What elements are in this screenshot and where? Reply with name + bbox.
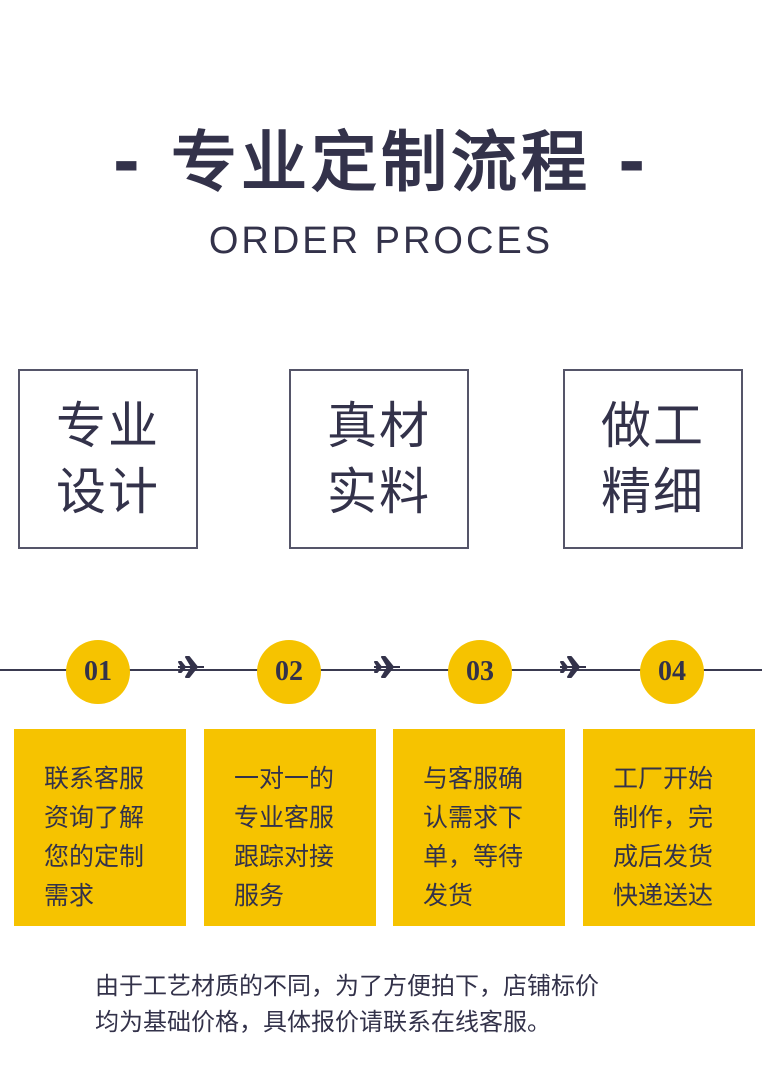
step-text-line: 与客服确 [423, 764, 524, 793]
step-card-1: 联系客服 资询了解 您的定制 需求 [14, 729, 186, 926]
feature-box-design: 专业 设计 [18, 369, 198, 549]
step-text-line: 一对一的 [234, 764, 335, 793]
feature-box-craft: 做工 精细 [563, 369, 743, 549]
step-text-line: 发货 [423, 881, 474, 910]
step-number-badge: 01 [66, 640, 130, 704]
step-text-line: 服务 [234, 881, 285, 910]
step-text-line: 专业客服 [234, 803, 335, 832]
step-text-line: 制作，完 [613, 803, 714, 832]
page-title: - 专业定制流程 - [112, 124, 650, 201]
feature-line: 设计 [56, 463, 160, 521]
step-text-line: 联系客服 [44, 764, 145, 793]
timeline-line [0, 669, 762, 671]
feature-line: 实料 [327, 463, 431, 521]
step-number-badge: 03 [448, 640, 512, 704]
step-text-line: 跟踪对接 [234, 842, 335, 871]
airplane-icon [560, 656, 586, 678]
step-text-line: 资询了解 [44, 803, 145, 832]
feature-line: 专业 [56, 397, 160, 455]
step-text-line: 快递送达 [613, 881, 714, 910]
airplane-icon [374, 656, 400, 678]
step-card-3: 与客服确 认需求下 单，等待 发货 [393, 729, 565, 926]
note-line: 由于工艺材质的不同，为了方便拍下，店铺标价 [95, 972, 599, 1000]
feature-line: 做工 [601, 397, 705, 455]
step-text-line: 需求 [44, 881, 95, 910]
step-text-line: 成后发货 [613, 842, 714, 871]
step-number-badge: 04 [640, 640, 704, 704]
step-text-line: 认需求下 [423, 803, 524, 832]
step-card-2: 一对一的 专业客服 跟踪对接 服务 [204, 729, 376, 926]
note-line: 均为基础价格，具体报价请联系在线客服。 [95, 1008, 551, 1036]
airplane-icon [178, 656, 204, 678]
feature-line: 精细 [601, 463, 705, 521]
feature-box-material: 真材 实料 [289, 369, 469, 549]
page-subtitle: ORDER PROCES [208, 220, 554, 262]
step-card-4: 工厂开始 制作，完 成后发货 快递送达 [583, 729, 755, 926]
step-text-line: 工厂开始 [613, 764, 714, 793]
feature-line: 真材 [327, 397, 431, 455]
step-text-line: 您的定制 [44, 842, 145, 871]
step-text-line: 单，等待 [423, 842, 524, 871]
pricing-note: 由于工艺材质的不同，为了方便拍下，店铺标价 均为基础价格，具体报价请联系在线客服… [95, 968, 695, 1040]
step-number-badge: 02 [257, 640, 321, 704]
